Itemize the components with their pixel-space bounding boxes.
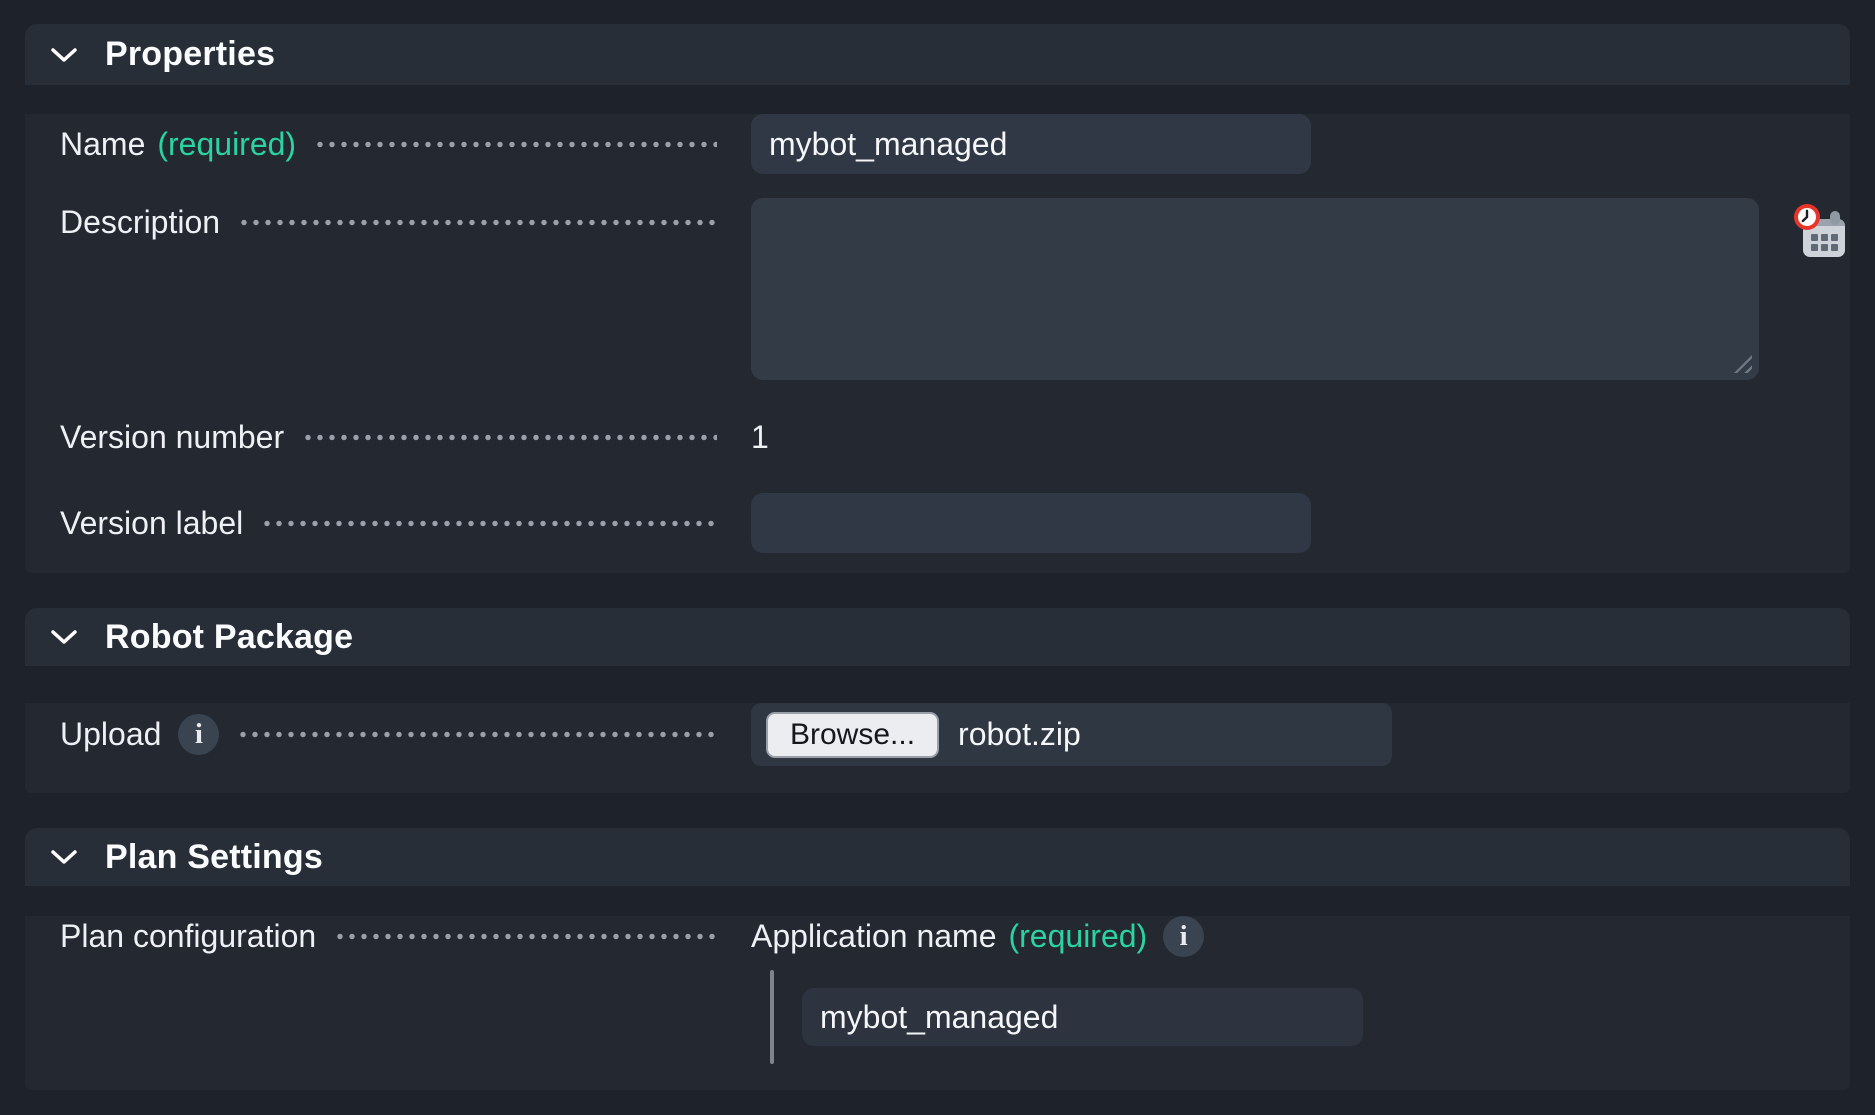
description-label: Description bbox=[60, 204, 221, 240]
plan-configuration-label: Plan configuration bbox=[60, 918, 317, 954]
upload-label: Upload bbox=[60, 716, 162, 752]
version-number-label: Version number bbox=[60, 419, 285, 455]
section-plan-settings-title: Plan Settings bbox=[105, 837, 323, 876]
dotted-leader bbox=[238, 198, 717, 246]
section-properties-body: Name (required) Description Versi bbox=[25, 114, 1850, 573]
dotted-leader bbox=[237, 703, 717, 766]
version-label-label-group: Version label bbox=[60, 493, 751, 553]
chevron-down-icon[interactable] bbox=[51, 629, 77, 645]
uploaded-file-name: robot.zip bbox=[958, 716, 1081, 752]
dotted-leader bbox=[302, 417, 717, 457]
name-label: Name bbox=[60, 126, 146, 162]
field-row-description: Description bbox=[60, 198, 1815, 380]
field-row-version-label: Version label bbox=[60, 493, 1815, 553]
section-plan-settings: Plan Settings Plan configuration Applica… bbox=[25, 828, 1850, 1090]
indent-guide-line bbox=[770, 970, 774, 1064]
version-label-label: Version label bbox=[60, 505, 244, 541]
form-page: Properties Name (required) Description bbox=[25, 24, 1850, 1090]
section-robot-package-body: Upload i Browse... robot.zip bbox=[25, 703, 1850, 793]
plan-configuration-label-group: Plan configuration bbox=[60, 916, 751, 956]
dotted-leader bbox=[314, 114, 717, 174]
section-properties: Properties Name (required) Description bbox=[25, 24, 1850, 573]
version-number-value: 1 bbox=[751, 419, 769, 455]
section-robot-package-title: Robot Package bbox=[105, 617, 354, 656]
field-row-plan-configuration: Plan configuration Application name (req… bbox=[60, 915, 1815, 957]
info-icon[interactable]: i bbox=[178, 714, 220, 755]
description-label-group: Description bbox=[60, 198, 751, 246]
application-name-indent-block bbox=[60, 970, 1815, 1064]
dotted-leader bbox=[261, 493, 717, 553]
section-properties-title: Properties bbox=[105, 35, 276, 73]
section-plan-settings-body: Plan configuration Application name (req… bbox=[25, 915, 1850, 1090]
application-name-label: Application name bbox=[751, 918, 997, 954]
field-row-version-number: Version number 1 bbox=[60, 417, 1815, 457]
file-upload-control[interactable]: Browse... robot.zip bbox=[751, 703, 1392, 766]
info-icon[interactable]: i bbox=[1163, 915, 1205, 957]
section-properties-header[interactable]: Properties bbox=[25, 24, 1850, 85]
dotted-leader bbox=[334, 916, 717, 956]
application-name-label-group: Application name (required) i bbox=[751, 915, 1205, 957]
name-required-tag: (required) bbox=[157, 126, 297, 162]
chevron-down-icon[interactable] bbox=[51, 849, 77, 865]
application-name-required-tag: (required) bbox=[1008, 918, 1148, 954]
section-robot-package-header[interactable]: Robot Package bbox=[25, 608, 1850, 666]
version-number-label-group: Version number bbox=[60, 417, 751, 457]
name-label-group: Name (required) bbox=[60, 114, 751, 174]
section-robot-package: Robot Package Upload i Browse... robot.z… bbox=[25, 608, 1850, 793]
calendar-with-clock-icon[interactable] bbox=[1793, 203, 1847, 259]
field-row-name: Name (required) bbox=[60, 114, 1815, 174]
browse-button[interactable]: Browse... bbox=[766, 711, 940, 758]
upload-label-group: Upload i bbox=[60, 703, 751, 766]
field-row-upload: Upload i Browse... robot.zip bbox=[60, 703, 1815, 766]
description-textarea-wrap bbox=[751, 198, 1759, 380]
name-input[interactable] bbox=[751, 114, 1311, 174]
description-textarea[interactable] bbox=[751, 198, 1759, 380]
version-label-input[interactable] bbox=[751, 493, 1311, 553]
chevron-down-icon[interactable] bbox=[51, 47, 77, 63]
application-name-input[interactable] bbox=[802, 988, 1363, 1046]
section-plan-settings-header[interactable]: Plan Settings bbox=[25, 828, 1850, 886]
